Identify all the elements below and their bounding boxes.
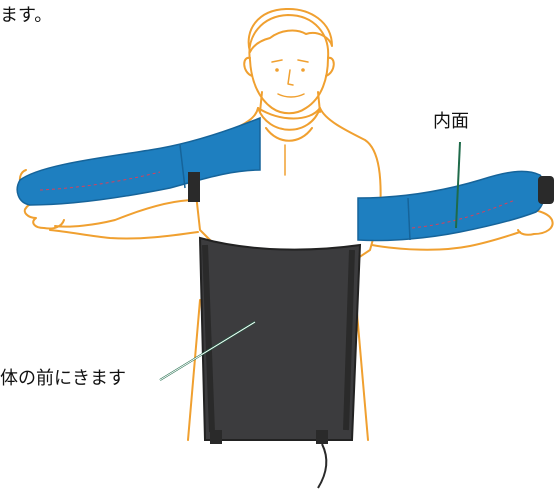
inner-surface-leader-line: [455, 141, 461, 229]
head-outline: [248, 14, 330, 115]
caption-front-of-body: 体の前にきます: [0, 368, 126, 389]
caption-inner-surface: 内面: [433, 111, 469, 132]
shirt-collar: [257, 107, 321, 131]
right-hand-outline: [517, 208, 554, 236]
front-apron-panel: [198, 236, 362, 489]
caption-top-fragment: ます。: [0, 5, 53, 26]
left-forearm-outline: [54, 199, 196, 228]
hair-outline: [247, 7, 333, 53]
right-forearm-outline: [371, 231, 521, 251]
right-sleeve: [357, 170, 554, 242]
shirt-outline: [194, 107, 382, 261]
left-sleeve: [16, 116, 261, 206]
